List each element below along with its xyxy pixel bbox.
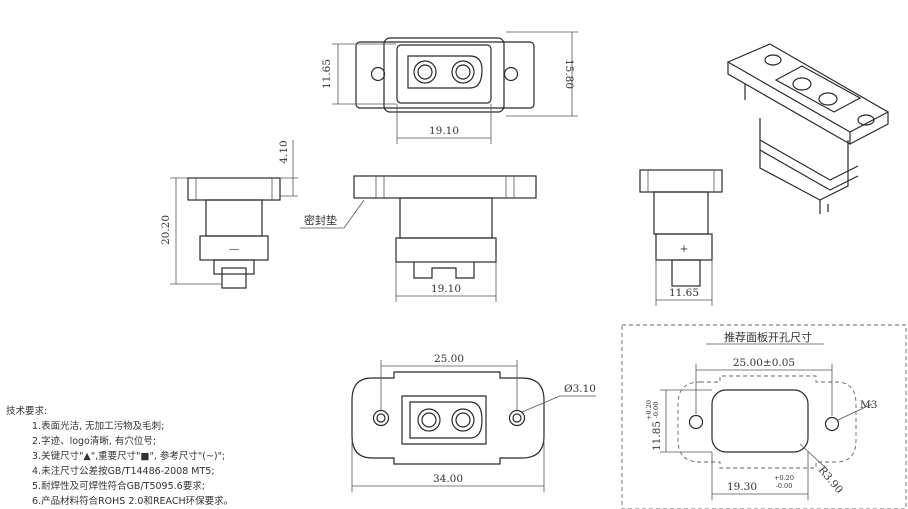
bottom-socket — [409, 401, 483, 439]
gasket-label: 密封垫 — [304, 213, 337, 227]
panel-hole-right — [824, 416, 840, 432]
top-view-pin-right-inner — [455, 64, 471, 80]
note-item: 4.未注尺寸公差按GB/T14486-2008 MT5; — [32, 465, 215, 477]
dim-panel-radius: R3.90 — [816, 464, 845, 496]
panel-cutout-title: 推荐面板开孔尺寸 — [724, 330, 812, 344]
dim-panel-width: 19.30 — [727, 481, 757, 493]
panel-cutout-frame — [621, 324, 907, 509]
top-view-pin-left — [413, 60, 437, 84]
dim-panel-width-tol-minus: -0.00 — [776, 482, 793, 490]
dim-panel-thread: M3 — [860, 399, 877, 411]
panel-cutout-view: 推荐面板开孔尺寸 25.00±0.05 11.85 +0.20 -0.00 19… — [621, 324, 907, 509]
note-item: 6.产品材料符合ROHS 2.0和REACH环保要求。 — [32, 495, 233, 507]
panel-hole-left — [688, 414, 704, 430]
right-body — [653, 191, 709, 235]
iso-body-ring — [759, 139, 859, 181]
notes-title: 技术要求: — [6, 405, 47, 417]
iso-body-ring-2 — [759, 149, 859, 191]
dim-panel-hole-pitch: 25.00±0.05 — [733, 357, 795, 369]
dim-panel-height-tol-minus: -0.00 — [652, 402, 660, 419]
bottom-pin-left-inner — [421, 412, 437, 428]
front-view: 密封垫 19.10 — [300, 175, 537, 302]
bottom-pin-left — [417, 408, 441, 432]
bottom-housing — [401, 395, 487, 445]
front-body — [399, 197, 493, 239]
dim-panel-width-tol-plus: +0.20 — [774, 474, 794, 482]
dim-top-width: 19.10 — [429, 125, 459, 137]
dim-left-height: 20.20 — [160, 215, 172, 245]
bottom-pin-right-inner — [455, 412, 471, 428]
bottom-view: 25.00 Ø3.10 34.00 — [351, 353, 596, 492]
dim-bottom-total-width: 34.00 — [433, 473, 463, 485]
right-pin — [671, 259, 701, 287]
dim-bottom-hole-pitch: 25.00 — [434, 353, 464, 365]
isometric-view — [726, 43, 890, 214]
bottom-pin-right — [451, 408, 475, 432]
top-view: 11.65 15.80 19.10 — [321, 31, 578, 144]
right-flange — [639, 169, 723, 193]
note-item: 1.表面光洁, 无加工污物及毛刺; — [32, 420, 164, 432]
dim-panel-height-tol-plus: +0.20 — [645, 400, 653, 420]
top-view-pin-right — [451, 60, 475, 84]
leader-line — [521, 395, 561, 413]
bottom-mount-hole-left-inner — [376, 413, 386, 423]
note-item: 2.字迹、logo清晰, 有穴位号; — [32, 435, 156, 447]
iso-mount-hole-left — [764, 54, 782, 66]
front-collar — [395, 237, 497, 263]
left-pin — [221, 267, 247, 289]
top-view-flange — [355, 41, 535, 109]
iso-mount-hole-right — [857, 114, 875, 126]
bottom-flange — [351, 371, 545, 465]
note-item: 5.耐焊性及可焊性符合GB/T5095.6要求; — [32, 480, 205, 492]
bottom-mount-hole-right-inner — [512, 413, 522, 423]
panel-cutout-opening — [711, 389, 809, 453]
left-neck — [213, 259, 255, 275]
top-view-pin-left-inner — [417, 64, 433, 80]
leader-line-2 — [343, 199, 365, 229]
plus-marking: + — [680, 243, 689, 255]
iso-flange-side — [849, 112, 889, 145]
dim-front-width: 19.10 — [431, 283, 461, 295]
top-view-housing — [396, 44, 492, 104]
front-flange — [353, 175, 537, 199]
technical-notes: 技术要求: 1.表面光洁, 无加工污物及毛刺; 2.字迹、logo清晰, 有穴位… — [6, 405, 233, 507]
left-flange — [187, 177, 281, 201]
bottom-mount-hole-left — [372, 409, 390, 427]
leader-line — [837, 403, 873, 421]
top-view-mount-hole-right — [503, 66, 519, 82]
dim-right-width: 11.65 — [669, 287, 699, 299]
right-side-view: + 11.65 — [639, 169, 723, 306]
iso-flange-front — [727, 62, 851, 146]
iso-socket-top — [774, 65, 862, 113]
dim-left-flange: 4.10 — [278, 140, 290, 163]
left-side-view: — 4.10 20.20 — [160, 140, 298, 289]
iso-pins-bottom — [819, 200, 829, 214]
iso-pin-right — [818, 92, 838, 106]
left-body — [205, 199, 263, 237]
note-item: 3.关键尺寸"▲",重要尺寸"■", 参考尺寸"(~)"; — [32, 450, 225, 462]
dim-top-height-inner: 11.65 — [321, 59, 333, 89]
minus-marking: — — [229, 243, 240, 255]
dim-top-height-outer: 15.80 — [563, 59, 575, 89]
top-view-socket — [407, 55, 483, 89]
dim-bottom-hole-dia: Ø3.10 — [564, 383, 596, 395]
top-view-mount-hole-left — [370, 66, 386, 82]
panel-flange-outline — [677, 375, 857, 469]
top-view-body — [383, 37, 505, 113]
bottom-mount-hole-right — [508, 409, 526, 427]
front-pins — [413, 262, 475, 279]
dim-panel-height: 11.85 — [651, 421, 663, 451]
iso-pin-left — [792, 77, 812, 91]
leader-line-2 — [799, 443, 829, 471]
